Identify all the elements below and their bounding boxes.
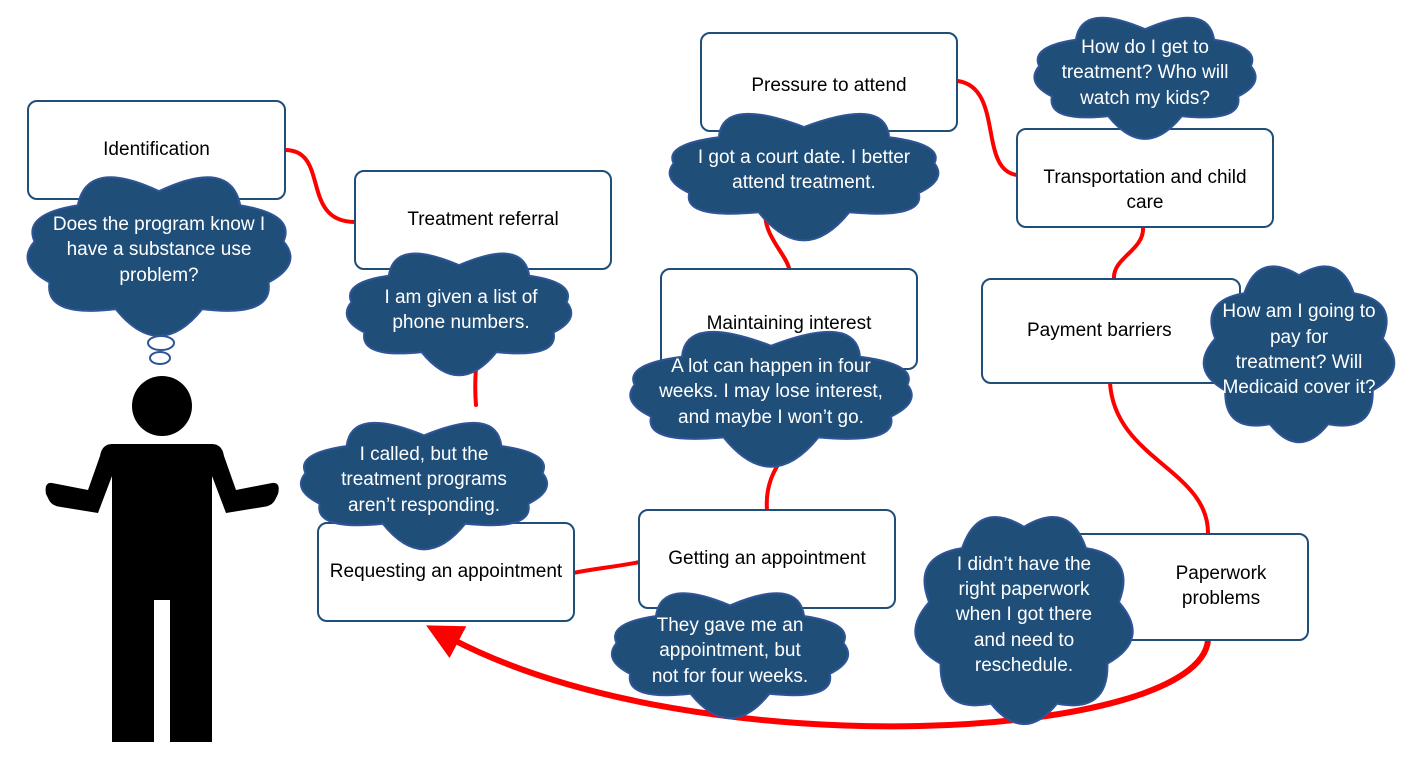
thought-cloud-getting-appointment: They gave me an appointment, but not for… <box>592 590 868 720</box>
step-identification: Identification <box>27 100 286 200</box>
thought-text: I called, but the treatment programs are… <box>341 444 507 516</box>
cloud-outline <box>299 421 549 551</box>
thought-cloud-maintaining-interest: A lot can happen in four weeks. I may lo… <box>606 330 936 468</box>
thought-cloud-payment-barriers: How am I going to pay for treatment? Wil… <box>1196 252 1402 452</box>
connector-pressure-transport <box>956 79 1019 177</box>
thought-trail-icon <box>147 335 175 365</box>
person-shrugging-icon <box>45 335 279 742</box>
cloud-outline <box>1202 265 1396 444</box>
step-label: Pressure to attend <box>751 75 907 96</box>
thought-cloud-paperwork-problems: I didn’t have the right paperwork when I… <box>908 500 1140 736</box>
cloud-outline <box>345 252 573 377</box>
cloud-shape <box>668 112 940 242</box>
thought-text: I got a court date. I better attend trea… <box>697 146 911 193</box>
thought-text: They gave me an appointment, but not for… <box>651 615 809 687</box>
thought-cloud-identification: Does the program know I have a substance… <box>8 172 310 337</box>
thought-cloud-transportation-child-care: How do I get to treatment? Who will watc… <box>1016 14 1274 140</box>
cloud-shape <box>629 330 913 468</box>
cloud-outline <box>610 592 850 720</box>
cloud-outline <box>914 516 1134 726</box>
connector-identification-referral <box>283 148 357 224</box>
step-label: Payment barriers <box>1027 319 1172 341</box>
cloud-outline <box>668 112 940 242</box>
thought-cloud-treatment-referral: I am given a list of phone numbers. <box>328 250 590 377</box>
connector-payment-paperwork <box>1108 381 1211 537</box>
thought-text: I didn’t have the right paperwork when I… <box>955 553 1093 676</box>
step-label: Getting an appointment <box>668 547 866 569</box>
thought-cloud-requesting-appointment: I called, but the treatment programs are… <box>280 420 568 551</box>
cloud-outline <box>26 176 292 337</box>
cloud-shape <box>26 176 292 337</box>
step-payment-barriers: Payment barriers <box>981 278 1241 384</box>
step-treatment-referral: Treatment referral <box>354 170 612 270</box>
return-arrow-icon <box>426 625 1211 730</box>
step-label: Requesting an appointment <box>329 560 563 582</box>
step-label: Treatment referral <box>407 208 559 230</box>
thought-text: How do I get to treatment? Who will watc… <box>1061 37 1229 109</box>
thought-cloud-pressure-to-attend: I got a court date. I better attend trea… <box>646 112 962 242</box>
step-label: Paperwork problems <box>1175 563 1267 609</box>
cloud-shape <box>914 516 1134 726</box>
cloud-shape <box>1033 16 1257 140</box>
cloud-shape <box>345 252 573 377</box>
cloud-outline <box>1033 16 1257 140</box>
cloud-shape <box>299 421 549 551</box>
cloud-shape <box>1202 265 1396 444</box>
cloud-shape <box>610 592 850 720</box>
connector-transport-payment <box>1111 226 1146 280</box>
cloud-outline <box>629 330 913 468</box>
step-transportation-child-care: Transportation and child care <box>1016 128 1274 228</box>
thought-text: Does the program know I have a substance… <box>52 214 266 286</box>
step-label: Maintaining interest <box>706 313 872 334</box>
thought-text: A lot can happen in four weeks. I may lo… <box>659 356 883 428</box>
step-label: Transportation and child care <box>1043 167 1247 213</box>
step-label: Identification <box>103 138 210 160</box>
thought-text: I am given a list of phone numbers. <box>384 286 538 333</box>
thought-text: How am I going to pay for treatment? Wil… <box>1222 301 1376 399</box>
connector-requesting-getting <box>571 560 642 575</box>
